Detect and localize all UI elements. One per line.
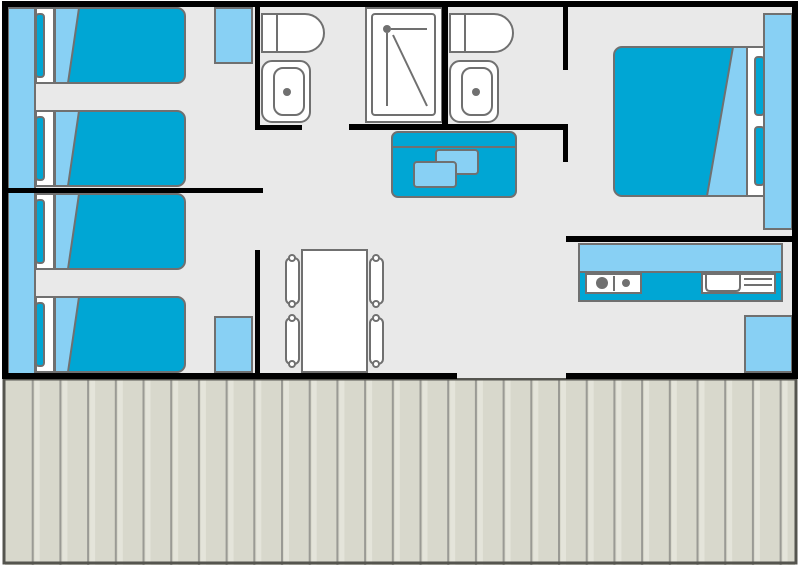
nightstand [214, 316, 253, 373]
deck-plank-highlight [699, 379, 705, 565]
bathrooms [261, 7, 514, 123]
bunk-bed [35, 193, 186, 270]
deck-plank-highlight [727, 379, 733, 565]
headboard-rail [763, 13, 793, 230]
bunk-bed [35, 296, 186, 373]
deck-plank-highlight [117, 379, 123, 565]
deck-plank-highlight [200, 379, 206, 565]
deck-plank-highlight [782, 379, 788, 565]
deck-plank-highlight [311, 379, 317, 565]
deck-plank-highlight [533, 379, 539, 565]
cushion [413, 161, 457, 188]
chair-icon [369, 254, 384, 308]
deck-surface [5, 378, 795, 565]
deck-plank-highlight [671, 379, 677, 565]
nightstand [214, 7, 253, 64]
deck-plank-highlight [339, 379, 345, 565]
deck-plank-highlight [367, 379, 373, 565]
chair-icon [285, 314, 300, 368]
chair-icon [369, 314, 384, 368]
bunk-bed [35, 110, 186, 187]
deck-plank-highlight [561, 379, 566, 565]
deck-plank-highlight [477, 379, 483, 565]
terrace [2, 376, 798, 565]
deck-plank-highlight [450, 379, 456, 565]
deck-plank-highlight [505, 379, 511, 565]
deck-plank-highlight [644, 379, 650, 565]
deck-plank-highlight [90, 379, 96, 565]
deck-plank-highlight [62, 379, 68, 565]
deck-plank-highlight [173, 379, 179, 565]
deck-plank-highlight [394, 379, 400, 565]
walls [2, 1, 798, 379]
chair-icon [285, 254, 300, 308]
deck-plank-highlight [145, 379, 151, 565]
deck-plank-highlight [754, 379, 760, 565]
deck-plank-highlight [616, 379, 622, 565]
bunk-bed [35, 7, 186, 84]
deck-plank-highlight [588, 379, 594, 565]
toilet-icon [261, 13, 325, 53]
double-bed [613, 13, 793, 230]
toilet-icon [449, 13, 514, 53]
deck-plank-highlight [228, 379, 234, 565]
sofa [391, 131, 517, 198]
cabinet [744, 315, 793, 373]
deck-plank-highlight [284, 379, 289, 565]
dining-table [285, 249, 384, 373]
deck-plank-highlight [256, 379, 262, 565]
deck-plank-highlight [34, 379, 40, 565]
kitchen-counter [578, 243, 793, 373]
deck-plank-highlight [422, 379, 428, 565]
